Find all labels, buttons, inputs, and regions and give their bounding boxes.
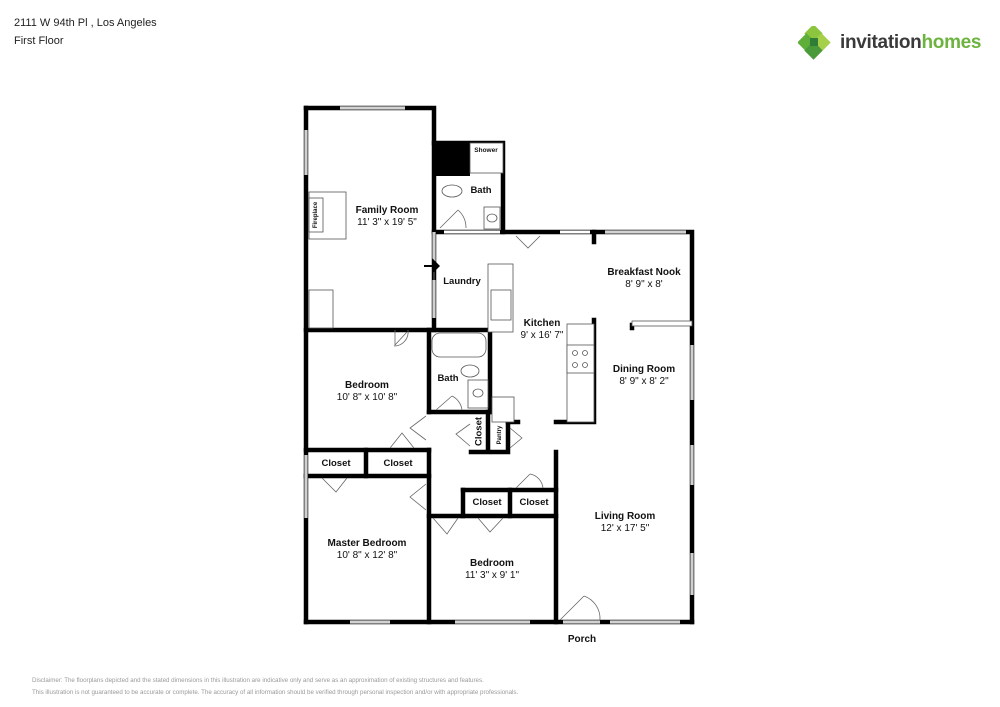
porch-label: Porch — [567, 634, 597, 645]
room-laundry: Laundry — [443, 276, 481, 287]
duct-block — [434, 143, 470, 176]
closet-c-label: Closet — [472, 497, 502, 508]
room-family-room: Family Room 11' 3" x 19' 5" — [355, 205, 419, 228]
closet-b-label: Closet — [383, 458, 413, 469]
room-master-bedroom: Master Bedroom 10' 8" x 12' 8" — [327, 538, 407, 561]
logo-wordmark: invitationhomes — [840, 32, 982, 53]
room-living-room: Living Room 12' x 17' 5" — [594, 511, 656, 534]
clover-icon — [798, 26, 831, 60]
room-bedroom-1: Bedroom 10' 8" x 10' 8" — [336, 380, 398, 403]
shower-label: Shower — [474, 147, 498, 154]
closet-a-label: Closet — [321, 458, 351, 469]
window-lines — [305, 107, 693, 623]
disclaimer: Disclaimer: The floorplans depicted and … — [32, 677, 519, 696]
closet-hall-label: Closet — [473, 416, 485, 447]
room-bedroom-2: Bedroom 11' 3" x 9' 1" — [464, 558, 520, 581]
room-breakfast-nook: Breakfast Nook 8' 9" x 8' — [607, 267, 681, 290]
closet-d-label: Closet — [519, 497, 549, 508]
room-bath-top: Bath — [470, 185, 492, 196]
pantry-label: Pantry — [497, 425, 503, 445]
property-address: 2111 W 94th Pl , Los Angeles — [14, 17, 157, 29]
doors — [321, 209, 601, 621]
fireplace-label: Fireplace — [313, 201, 319, 229]
entry-arrow-icon — [424, 258, 440, 274]
room-kitchen: Kitchen 9' x 16' 7" — [520, 318, 564, 341]
floor-label: First Floor — [14, 35, 64, 47]
fixtures — [308, 142, 693, 423]
brand-logo: invitationhomes — [798, 26, 982, 60]
header: 2111 W 94th Pl , Los Angeles First Floor — [14, 14, 157, 50]
room-bath-mid: Bath — [437, 373, 459, 384]
room-dining-room: Dining Room 8' 9" x 8' 2" — [612, 364, 676, 387]
